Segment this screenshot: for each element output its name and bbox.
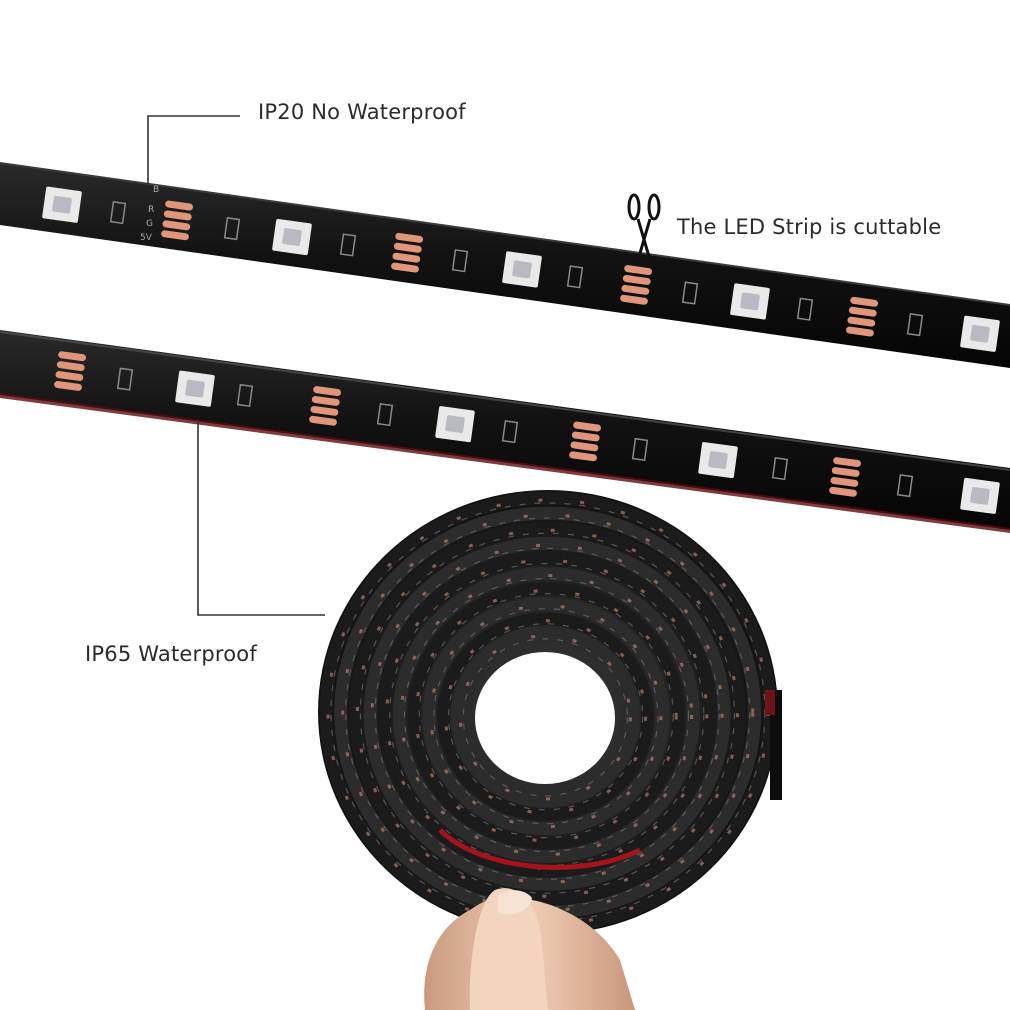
scissors-icon (627, 193, 661, 261)
led-chip (175, 370, 215, 407)
resistor (631, 437, 649, 462)
led-chip (435, 406, 475, 443)
resistor (339, 233, 357, 257)
strip-ip65 (0, 330, 1010, 533)
coil-center-hole (475, 652, 615, 784)
coil-ring (378, 551, 716, 877)
callout-ip65 (197, 420, 325, 616)
led-chip (42, 186, 82, 223)
solder-pads (391, 232, 424, 273)
ip20-label: IP20 No Waterproof (258, 100, 466, 124)
strip-coil (318, 490, 782, 934)
solder-pads (569, 421, 602, 462)
resistor (796, 297, 814, 321)
solder-pads (620, 265, 653, 305)
coil-ring (348, 521, 746, 905)
callout-ip20 (147, 115, 240, 185)
led-chip (960, 477, 1000, 514)
resistor (116, 367, 134, 391)
coil-ring (422, 597, 670, 836)
solder-pads (54, 351, 87, 391)
resistor (236, 383, 254, 408)
adhesive-edge (438, 828, 642, 870)
pad-mark-5v: 5V (140, 233, 153, 243)
solder-pads (161, 200, 194, 241)
coil-ring (393, 567, 700, 863)
strip-ip20 (0, 162, 1010, 368)
resistor (896, 474, 914, 498)
pad-mark-b: B (153, 185, 159, 195)
resistor (223, 217, 241, 241)
ip65-label: IP65 Waterproof (85, 642, 257, 666)
led-chip (502, 251, 542, 288)
led-chip (730, 283, 770, 320)
pad-mark-g: G (146, 219, 153, 229)
resistor (501, 420, 519, 444)
strip-ip65-body (0, 330, 1010, 530)
solder-pads (829, 457, 862, 497)
hand (424, 888, 635, 1010)
resistor (566, 265, 584, 289)
resistor (681, 281, 699, 305)
resistor (906, 313, 924, 337)
led-chip (960, 315, 1000, 352)
resistor (376, 403, 394, 427)
solder-pads (309, 386, 342, 426)
resistor (109, 201, 127, 225)
coil-ring (437, 612, 655, 822)
solder-pads (846, 296, 879, 337)
coil-ring (363, 536, 731, 891)
resistor (451, 249, 469, 273)
adhesive-backing (0, 393, 1010, 533)
pad-mark-r: R (148, 205, 154, 215)
coil-ring (407, 582, 685, 850)
resistor (771, 457, 789, 481)
led-chip (698, 442, 738, 479)
led-chip (272, 218, 312, 256)
coil-ring (451, 627, 639, 808)
cuttable-label: The LED Strip is cuttable (677, 215, 942, 239)
